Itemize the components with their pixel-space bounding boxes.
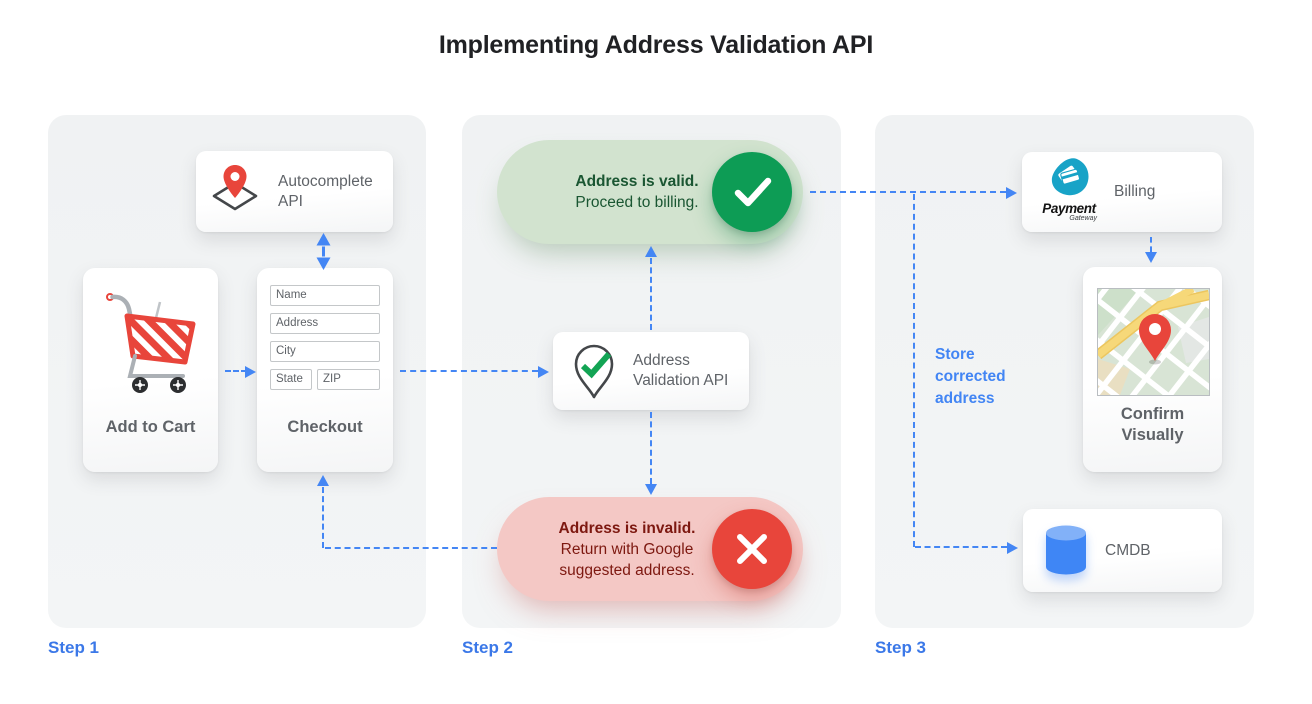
payment-gateway-blob-icon: [1051, 158, 1089, 196]
step2-label: Step 2: [462, 638, 514, 657]
connector-billing-to-confirm: [1150, 237, 1152, 252]
name-field: Name: [270, 285, 380, 306]
connector-valid-to-billing: [810, 191, 1006, 193]
zip-field: ZIP: [317, 369, 380, 390]
step1-label: Step 1: [48, 638, 100, 657]
checkout-card: Name Address City State ZIP Checkout: [257, 268, 393, 472]
connector-checkout-to-validation: [400, 370, 538, 372]
add-to-cart-card: Add to Cart: [83, 268, 218, 472]
address-valid-pill: Address is valid. Proceed to billing.: [497, 140, 803, 244]
cmdb-label: CMDB: [1105, 541, 1151, 559]
address-valid-text: Address is valid. Proceed to billing.: [537, 140, 737, 244]
address-field: Address: [270, 313, 380, 334]
address-validation-api-card: Address Validation API: [553, 332, 749, 410]
double-arrow-autocomplete-checkout: [316, 233, 331, 275]
autocomplete-api-card: Autocomplete API: [196, 151, 393, 232]
shopping-cart-icon: [103, 288, 198, 396]
payment-gateway-logo-subtitle: Gateway: [1069, 215, 1097, 222]
city-field: City: [270, 341, 380, 362]
address-valid-subtitle: Proceed to billing.: [575, 194, 699, 211]
arrowhead-cart-to-checkout: [245, 366, 256, 378]
step3-label: Step 3: [875, 638, 927, 657]
payment-gateway-logo-title: Payment: [1042, 201, 1096, 216]
address-invalid-title: Address is invalid.: [558, 519, 696, 537]
arrowhead-invalid-to-checkout: [317, 475, 329, 486]
checkout-label: Checkout: [287, 418, 363, 436]
arrowhead-validation-to-invalid: [645, 484, 657, 495]
arrowhead-checkout-to-validation: [538, 366, 549, 378]
arrowhead-valid-to-billing: [1006, 187, 1017, 199]
address-invalid-text: Address is invalid. Return with Google s…: [527, 497, 727, 601]
connector-validation-to-invalid: [650, 412, 652, 484]
connector-invalid-return-horizontal: [325, 547, 497, 549]
billing-card: Payment Gateway Billing: [1022, 152, 1222, 232]
arrowhead-store-to-cmdb: [1007, 542, 1018, 554]
address-validation-api-label: Address Validation API: [633, 352, 729, 389]
arrowhead-billing-to-confirm: [1145, 252, 1157, 263]
billing-label: Billing: [1114, 183, 1156, 200]
connector-cart-to-checkout: [225, 370, 247, 372]
store-corrected-address-annotation: Store corrected address: [935, 346, 1006, 407]
payment-gateway-logo: Payment Gateway: [1037, 157, 1101, 223]
confirm-visually-card: Confirm Visually: [1020, 208, 1285, 472]
x-circle-icon: [712, 509, 792, 589]
address-invalid-pill: Address is invalid. Return with Google s…: [497, 497, 803, 601]
autocomplete-api-label: Autocomplete API: [278, 172, 373, 210]
connector-invalid-return-vertical: [322, 487, 324, 548]
pin-check-icon: [569, 341, 619, 401]
connector-store-address-vertical: [913, 194, 915, 547]
cmdb-card: CMDB: [1023, 509, 1222, 592]
add-to-cart-label: Add to Cart: [105, 418, 196, 436]
connector-store-address-horizontal: [915, 546, 1007, 548]
check-circle-icon: [712, 152, 792, 232]
arrowhead-validation-to-valid: [645, 246, 657, 257]
map-pin-diamond-icon: [208, 161, 262, 221]
state-field: State: [270, 369, 312, 390]
address-valid-title: Address is valid.: [575, 173, 699, 190]
confirm-visually-label: Confirm Visually: [1120, 405, 1185, 444]
database-icon: [1041, 522, 1091, 578]
map-thumbnail: [1020, 208, 1285, 467]
address-invalid-subtitle: Return with Google suggested address.: [559, 540, 695, 579]
page-title: Implementing Address Validation API: [438, 31, 874, 59]
connector-validation-to-valid: [650, 258, 652, 330]
